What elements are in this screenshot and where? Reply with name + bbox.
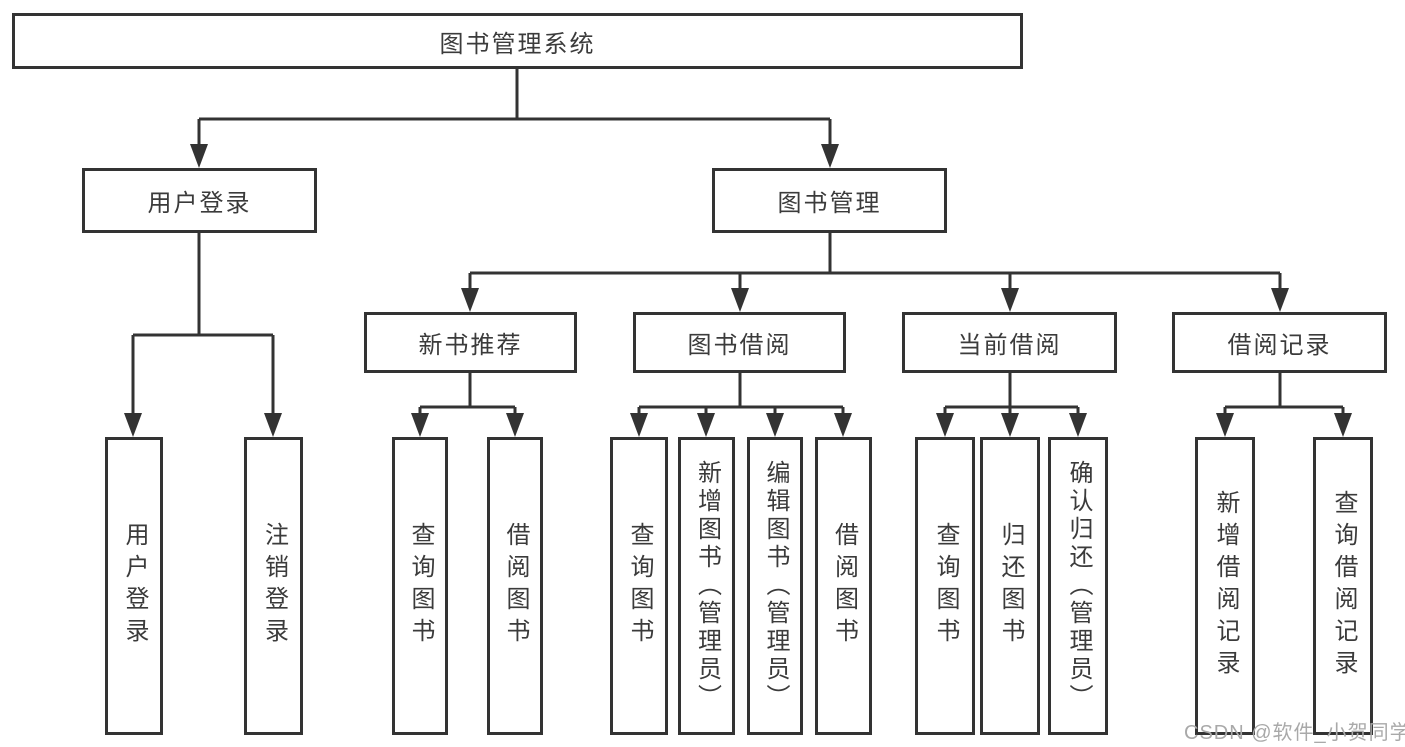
- node-l2-current-borrow: 当前借阅: [902, 312, 1117, 373]
- node-l1-user-login: 用户登录: [82, 168, 317, 233]
- node-leaf-bb-query: 查询图书: [610, 437, 668, 735]
- arrowhead-icon: [1069, 413, 1087, 437]
- node-l2-borrow-records: 借阅记录: [1172, 312, 1387, 373]
- arrowhead-icon: [264, 413, 282, 437]
- arrowhead-icon: [1216, 413, 1234, 437]
- node-leaf-br-add: 新增借阅记录: [1195, 437, 1255, 735]
- arrowhead-icon: [936, 413, 954, 437]
- node-leaf-logout: 注销登录: [244, 437, 303, 735]
- node-leaf-nbr-query: 查询图书: [392, 437, 448, 735]
- arrowhead-icon: [124, 413, 142, 437]
- arrowhead-icon: [821, 144, 839, 168]
- arrowhead-icon: [1334, 413, 1352, 437]
- node-l2-book-borrow: 图书借阅: [633, 312, 846, 373]
- node-root: 图书管理系统: [12, 13, 1023, 69]
- arrowhead-icon: [731, 288, 749, 312]
- node-l2-new-book-rec: 新书推荐: [364, 312, 577, 373]
- arrowhead-icon: [190, 144, 208, 168]
- node-leaf-bb-add: 新增图书（管理员）: [678, 437, 735, 735]
- watermark: CSDN @软件_小贺同学: [1184, 722, 1405, 744]
- arrowhead-icon: [1001, 288, 1019, 312]
- arrowhead-icon: [834, 413, 852, 437]
- node-leaf-bb-edit: 编辑图书（管理员）: [747, 437, 803, 735]
- arrowhead-icon: [697, 413, 715, 437]
- node-leaf-cb-confirm: 确认归还（管理员）: [1048, 437, 1108, 735]
- node-leaf-cb-return: 归还图书: [980, 437, 1040, 735]
- node-leaf-bb-borrow: 借阅图书: [815, 437, 872, 735]
- arrowhead-icon: [630, 413, 648, 437]
- arrowhead-icon: [411, 413, 429, 437]
- node-leaf-cb-query: 查询图书: [915, 437, 975, 735]
- arrowhead-icon: [461, 288, 479, 312]
- node-leaf-nbr-borrow: 借阅图书: [487, 437, 543, 735]
- arrowhead-icon: [506, 413, 524, 437]
- node-l1-book-mgmt: 图书管理: [712, 168, 947, 233]
- node-leaf-br-query: 查询借阅记录: [1313, 437, 1373, 735]
- arrowhead-icon: [1001, 413, 1019, 437]
- arrowhead-icon: [766, 413, 784, 437]
- arrowhead-icon: [1271, 288, 1289, 312]
- node-leaf-user-login: 用户登录: [105, 437, 163, 735]
